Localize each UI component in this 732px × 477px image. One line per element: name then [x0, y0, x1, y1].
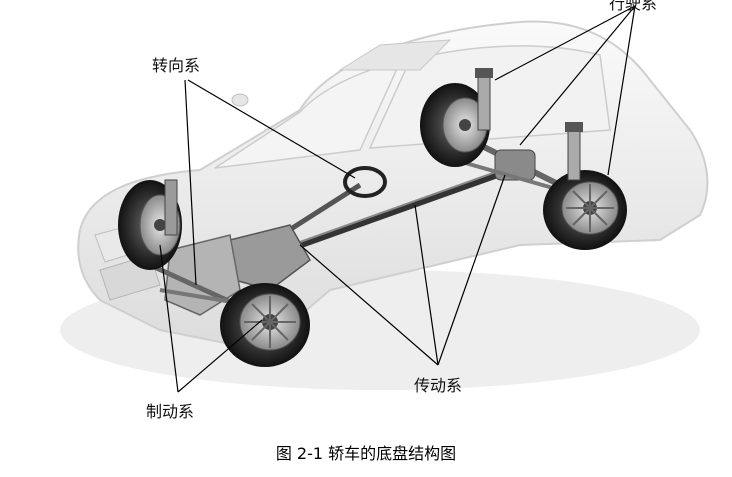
steering-wheel [343, 166, 387, 198]
sunroof [338, 39, 452, 71]
leader-lines [159, 5, 636, 393]
rear-right-shock [567, 124, 581, 181]
front-right-wheel [220, 283, 310, 367]
front-strut [164, 179, 178, 236]
figure-caption: 图 2-1 轿车的底盘结构图 [275, 444, 457, 463]
drive-shaft-highlight [299, 166, 511, 243]
label-braking-system: 制动系 [146, 402, 195, 421]
drive-shaft [296, 166, 514, 249]
label-steering-system: 转向系 [152, 56, 201, 75]
rear-left-shock [477, 69, 491, 131]
label-transmission-system: 传动系 [414, 376, 463, 395]
rear-left-wheel [420, 83, 490, 167]
side-mirror [231, 93, 249, 107]
rear-subframe [454, 158, 561, 192]
rear-right-wheel [543, 170, 627, 250]
label-suspension-system: 行驶系 [609, 0, 658, 13]
